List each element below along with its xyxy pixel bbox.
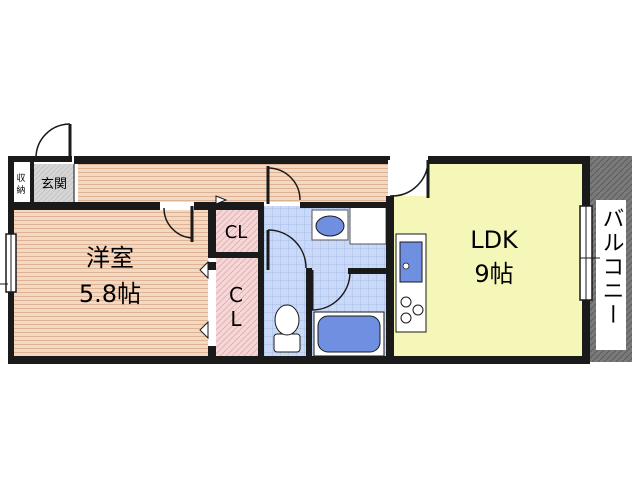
bath-door bbox=[310, 270, 351, 311]
window-left bbox=[0, 233, 17, 293]
walls bbox=[8, 156, 590, 364]
storage-label-top: 収 bbox=[16, 172, 25, 184]
ldk-door bbox=[388, 159, 430, 198]
closet-tall-floor bbox=[216, 258, 258, 358]
entrance-floor bbox=[34, 164, 74, 202]
western-room-name: 洋室 bbox=[86, 244, 134, 272]
storage-label-bottom: 納 bbox=[16, 184, 25, 196]
bathtub bbox=[313, 311, 385, 357]
ldk-size: 9帖 bbox=[474, 260, 513, 288]
western-room-size: 5.8帖 bbox=[79, 280, 141, 308]
closet-tall-label-top: C bbox=[229, 283, 243, 307]
washroom-door bbox=[266, 166, 301, 204]
toilet-door bbox=[266, 229, 307, 270]
corridor-floor bbox=[78, 164, 388, 202]
wash-basin bbox=[311, 209, 349, 241]
toilet bbox=[273, 304, 301, 353]
balcony-label-box bbox=[596, 200, 626, 350]
balcony-label: バルコニー bbox=[599, 207, 624, 327]
window-right bbox=[579, 205, 600, 301]
closet-tall-label-bottom: L bbox=[230, 307, 242, 331]
closet-doors bbox=[199, 195, 228, 340]
laundry-space bbox=[349, 205, 387, 245]
ldk-name: LDK bbox=[470, 226, 519, 254]
closet-small-floor bbox=[216, 206, 258, 252]
entrance-door bbox=[30, 123, 72, 159]
entrance-label: 玄関 bbox=[41, 177, 67, 192]
storage-floor bbox=[12, 164, 32, 202]
western-room-floor bbox=[12, 210, 208, 358]
western-room-door bbox=[163, 206, 194, 242]
closet-small-label: CL bbox=[225, 222, 248, 243]
kitchen-counter bbox=[395, 233, 427, 333]
